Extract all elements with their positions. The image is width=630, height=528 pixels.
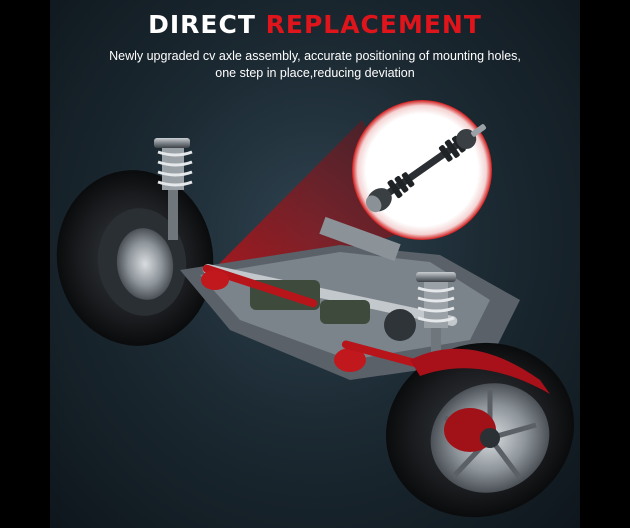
right-letterbox bbox=[580, 0, 630, 528]
right-wheel bbox=[386, 342, 574, 518]
subtitle-line-2: one step in place,reducing deviation bbox=[215, 66, 415, 80]
left-strut bbox=[154, 138, 193, 240]
subtitle: Newly upgraded cv axle assembly, accurat… bbox=[70, 48, 560, 82]
left-letterbox bbox=[0, 0, 50, 528]
cv-axle-zoom bbox=[352, 100, 492, 240]
headline-word-direct: DIRECT bbox=[148, 10, 256, 39]
product-image: DIRECT REPLACEMENT Newly upgraded cv axl… bbox=[50, 0, 580, 528]
suspension-illustration bbox=[56, 100, 574, 518]
headline: DIRECT REPLACEMENT bbox=[50, 10, 580, 39]
left-wheel bbox=[56, 170, 214, 346]
subtitle-line-1: Newly upgraded cv axle assembly, accurat… bbox=[109, 49, 521, 63]
headline-word-replacement: REPLACEMENT bbox=[265, 10, 482, 39]
